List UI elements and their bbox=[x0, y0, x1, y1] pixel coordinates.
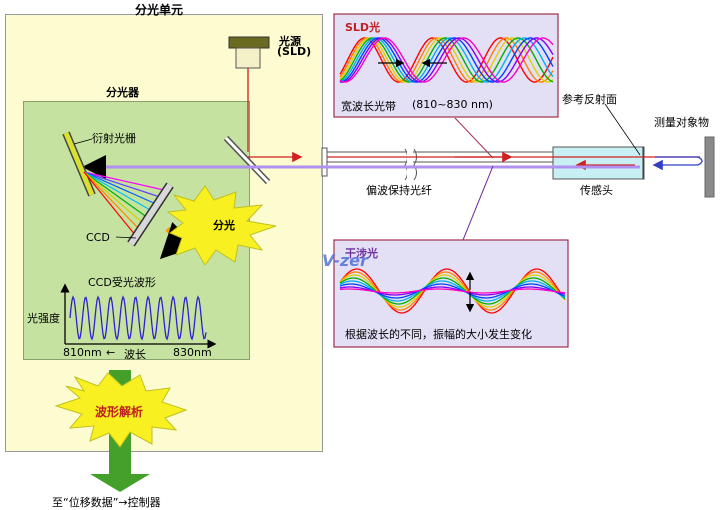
intensity-label: 光强度 bbox=[27, 312, 60, 325]
light-source-icon bbox=[228, 36, 270, 69]
sld-wave-line bbox=[339, 37, 554, 83]
spectral-unit-title: 分光单元 bbox=[135, 3, 184, 17]
sld-panel-title: SLD光 bbox=[345, 21, 381, 34]
interf-wave-line bbox=[339, 288, 565, 294]
object-reflection bbox=[652, 156, 703, 171]
dispersed-rays bbox=[83, 171, 165, 237]
sld-wave-line bbox=[339, 37, 554, 83]
ccd-waveform-axes bbox=[60, 283, 217, 349]
grating-label: 衍射光栅 bbox=[92, 132, 136, 145]
fiber-cable bbox=[321, 147, 555, 182]
ccd-icon bbox=[127, 182, 174, 247]
sld-waves bbox=[339, 37, 554, 83]
sensor-head bbox=[552, 146, 645, 180]
interf-waves bbox=[339, 268, 566, 314]
sld-panel-connector bbox=[454, 117, 494, 159]
ccd-curve-arrow bbox=[159, 221, 198, 260]
split-burst-icon bbox=[166, 185, 277, 266]
analysis-burst-icon bbox=[54, 372, 188, 448]
analysis-burst-label: 波形解析 bbox=[95, 405, 144, 419]
output-label: 至“位移数据”→控制器 bbox=[52, 496, 161, 509]
ccd-label: CCD bbox=[86, 231, 110, 244]
watermark: V-zer bbox=[322, 251, 368, 270]
sld-panel-caption: 宽波长光带 bbox=[341, 100, 396, 113]
interf-wave-line bbox=[339, 268, 566, 314]
ccd-waveform-curve bbox=[69, 295, 207, 341]
sld-panel-range: (810~830 nm) bbox=[412, 98, 493, 111]
sld-wave-line bbox=[340, 37, 554, 83]
ccd-leader bbox=[115, 236, 137, 239]
measurement-object bbox=[704, 136, 715, 198]
diffraction-grating-icon bbox=[62, 131, 96, 197]
interf-panel bbox=[333, 239, 569, 348]
source-label-line1: 光源 bbox=[279, 35, 301, 48]
ref-surface-label: 参考反射面 bbox=[562, 93, 617, 106]
interf-panel-connector bbox=[462, 165, 494, 241]
ccd-waveform-label: CCD受光波形 bbox=[88, 276, 156, 289]
target-label: 测量对象物 bbox=[654, 116, 709, 129]
ref-surface-leader bbox=[604, 103, 641, 156]
grating-leader bbox=[73, 138, 93, 145]
source-label-line2: (SLD) bbox=[277, 45, 312, 58]
beam-splitter-icon bbox=[223, 135, 271, 185]
axis-left-label: 810nm bbox=[63, 346, 102, 359]
interf-panel-title: 干涉光 bbox=[345, 247, 378, 260]
split-burst-label: 分光 bbox=[213, 219, 235, 232]
axis-arrow-label: ← bbox=[106, 346, 116, 359]
axis-right-label: 830nm bbox=[173, 346, 212, 359]
spectrometer-title: 分光器 bbox=[106, 86, 139, 99]
fiber-label: 偏波保持光纤 bbox=[366, 184, 432, 197]
axis-mid-label: 波长 bbox=[124, 348, 146, 361]
interf-panel-caption: 根据波长的不同，振幅的大小发生变化 bbox=[345, 328, 532, 341]
interf-wave-line bbox=[339, 271, 566, 311]
sensor-label: 传感头 bbox=[580, 184, 613, 197]
